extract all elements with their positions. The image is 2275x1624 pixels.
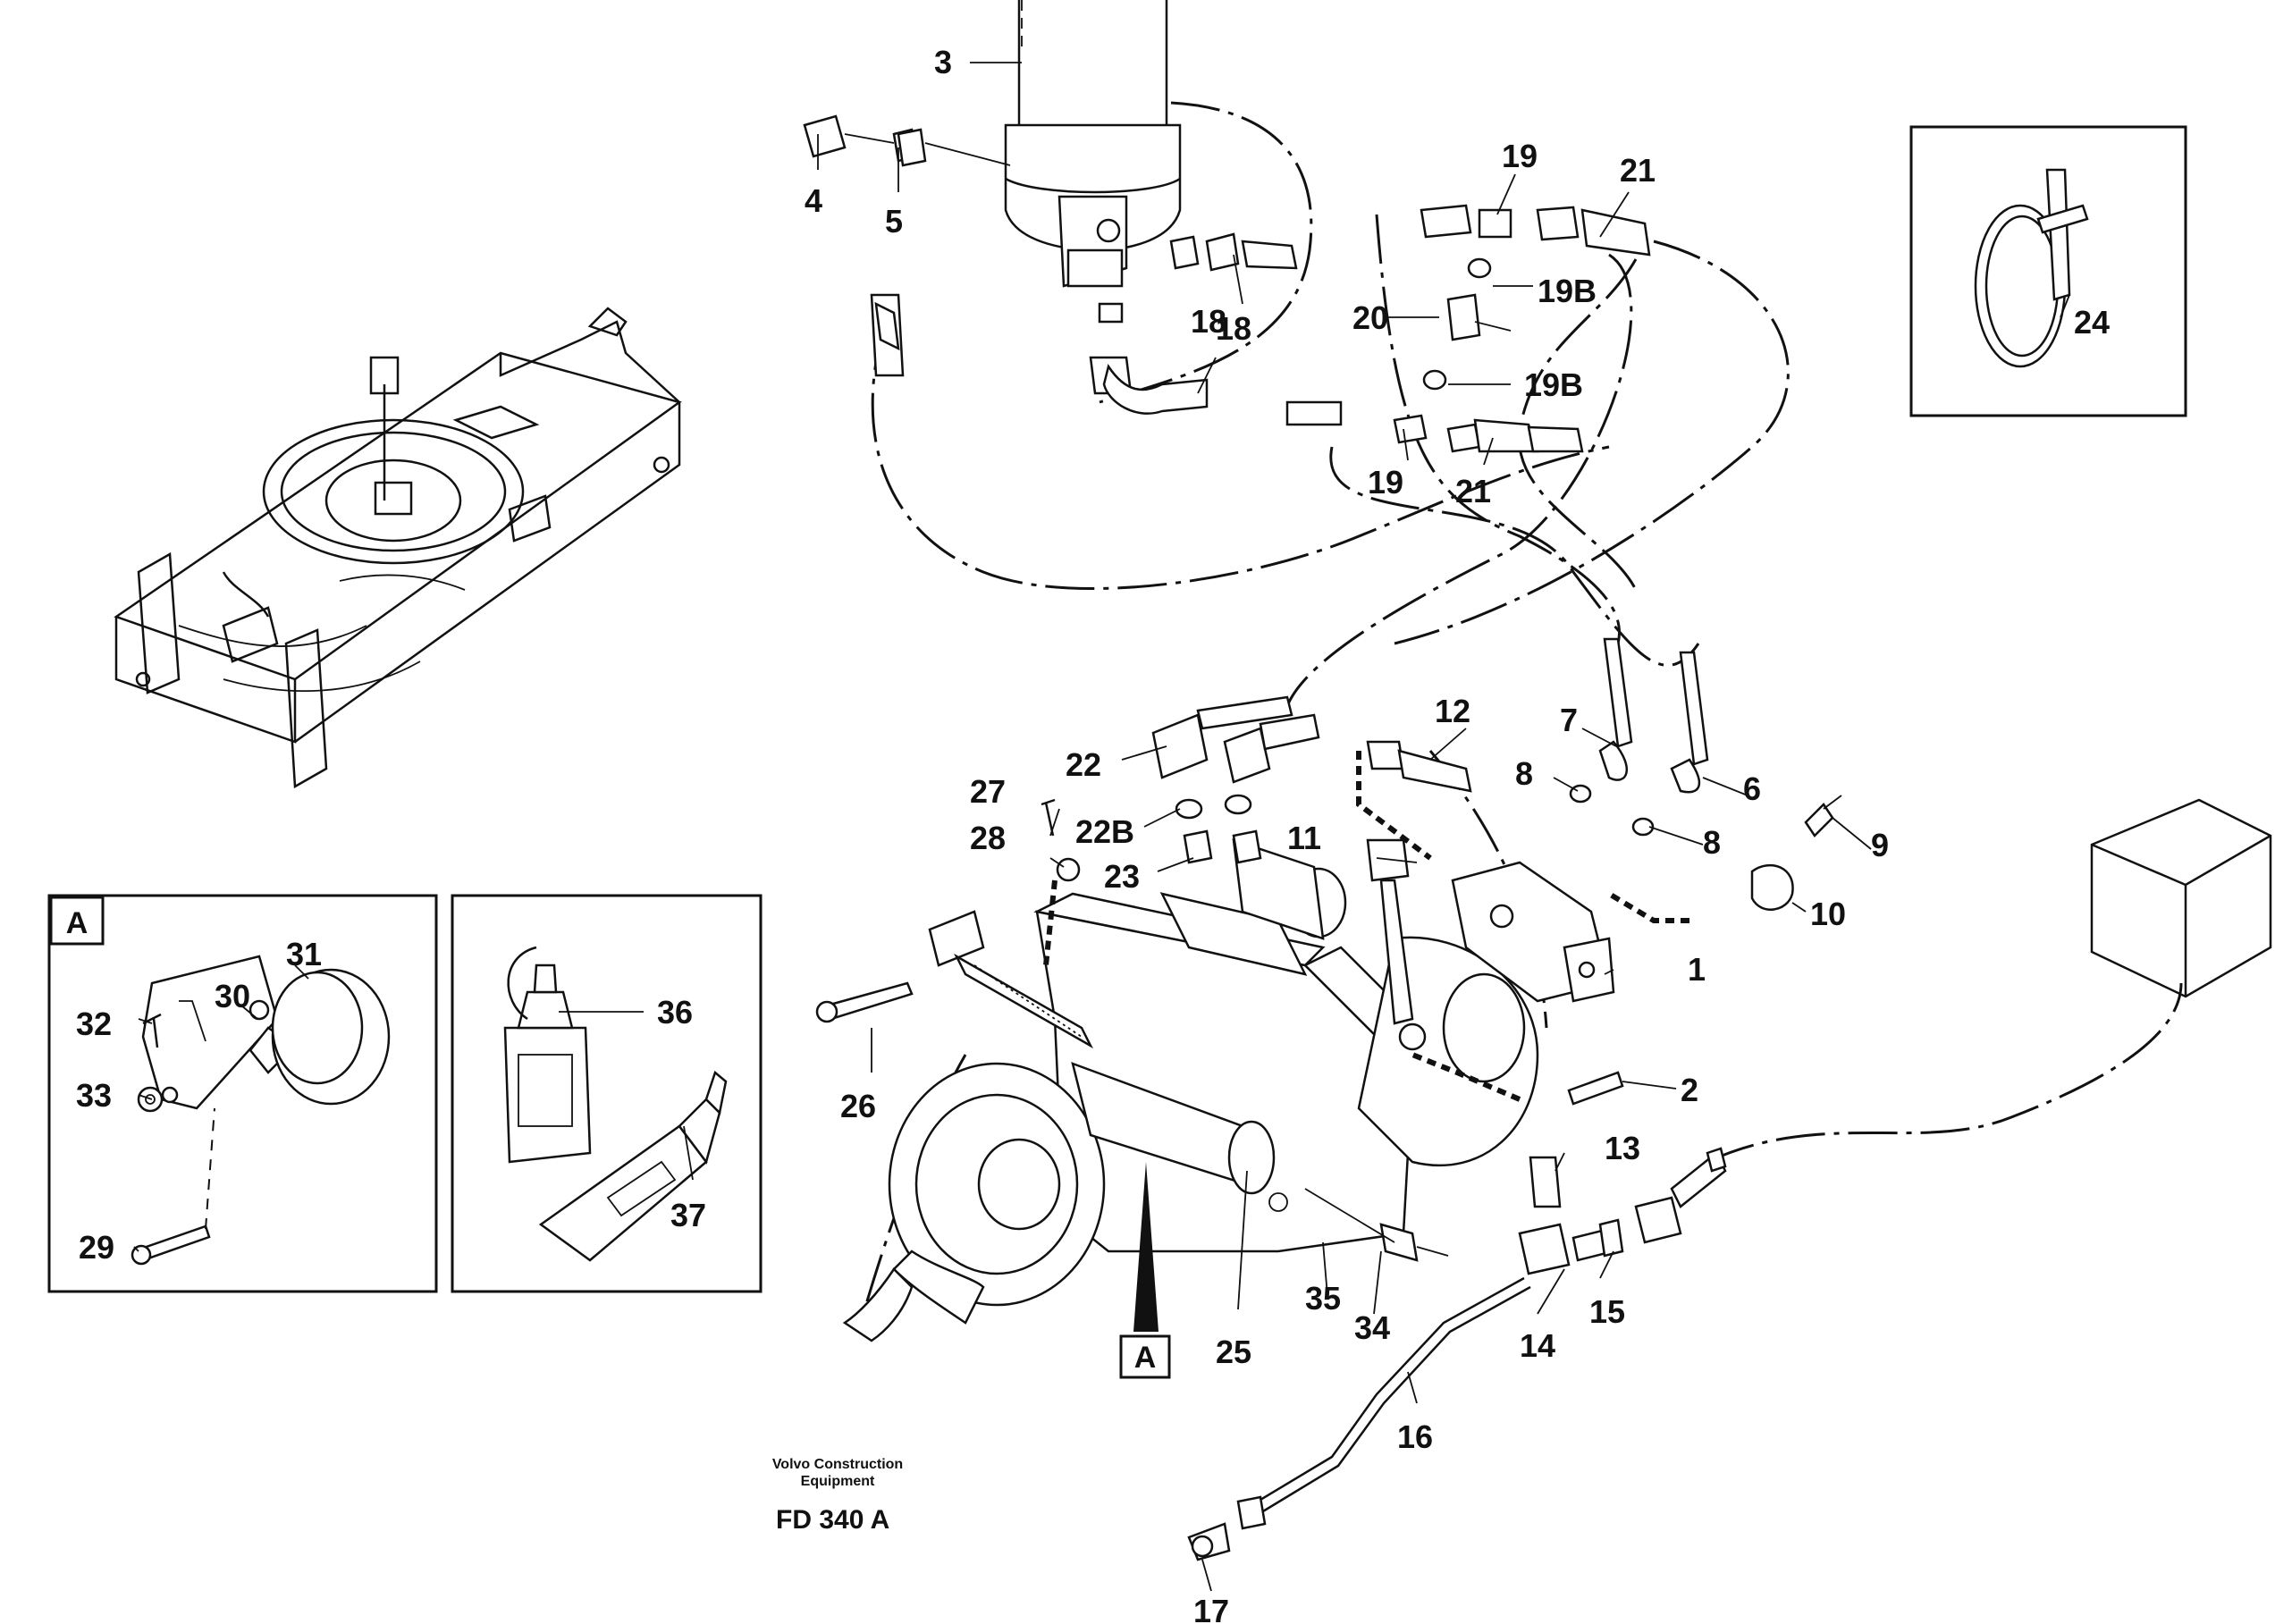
label-6: 6 bbox=[1743, 770, 1761, 807]
detail-box-a: A bbox=[47, 894, 438, 1293]
label-20: 20 bbox=[1352, 299, 1388, 336]
detail-box-clamp bbox=[1909, 125, 2187, 417]
label-17: 17 bbox=[1193, 1593, 1229, 1624]
upper-fittings bbox=[803, 114, 1651, 453]
label-18b: 18 bbox=[1191, 303, 1226, 340]
label-10: 10 bbox=[1810, 896, 1846, 932]
label-21a: 21 bbox=[1620, 152, 1656, 189]
label-22: 22 bbox=[1066, 746, 1101, 783]
label-26: 26 bbox=[840, 1088, 876, 1124]
label-32: 32 bbox=[76, 1006, 112, 1042]
label-33: 33 bbox=[76, 1077, 112, 1114]
label-5: 5 bbox=[885, 203, 903, 240]
label-37: 37 bbox=[670, 1197, 706, 1233]
label-19a: 19 bbox=[1502, 138, 1538, 174]
box-a-letter: A bbox=[66, 906, 88, 940]
label-14: 14 bbox=[1520, 1327, 1555, 1364]
label-13: 13 bbox=[1605, 1130, 1640, 1166]
control-unit-illustration bbox=[2090, 798, 2272, 998]
label-11: 11 bbox=[1287, 820, 1321, 856]
label-34: 34 bbox=[1354, 1309, 1390, 1346]
label-19B-a: 19B bbox=[1538, 273, 1597, 309]
label-31: 31 bbox=[286, 936, 322, 972]
label-1: 1 bbox=[1688, 951, 1706, 988]
label-2: 2 bbox=[1681, 1072, 1698, 1108]
label-9: 9 bbox=[1871, 827, 1889, 863]
machine-overview-illustration bbox=[114, 307, 682, 789]
company-name-line1: Volvo Construction bbox=[772, 1457, 903, 1472]
label-12: 12 bbox=[1435, 693, 1470, 729]
detail-box-lubricants bbox=[451, 894, 763, 1293]
label-3: 3 bbox=[934, 44, 952, 80]
leader-lines bbox=[133, 62, 2070, 1592]
label-19b: 19 bbox=[1368, 464, 1403, 501]
label-18a: 18 bbox=[1216, 310, 1251, 347]
label-35: 35 bbox=[1305, 1280, 1341, 1317]
label-25: 25 bbox=[1216, 1334, 1251, 1370]
label-22B: 22B bbox=[1075, 813, 1134, 850]
label-19B-b: 19B bbox=[1524, 366, 1583, 403]
label-29: 29 bbox=[79, 1229, 114, 1266]
view-a-marker: A bbox=[1134, 1341, 1157, 1375]
label-8a: 8 bbox=[1515, 755, 1533, 792]
reference-labels: 1 2 3 4 5 6 7 8 8 9 10 11 12 13 14 15 16… bbox=[76, 44, 2110, 1624]
label-7: 7 bbox=[1560, 702, 1578, 738]
label-36: 36 bbox=[657, 994, 693, 1031]
label-30: 30 bbox=[215, 978, 250, 1014]
label-24: 24 bbox=[2074, 304, 2110, 341]
label-16: 16 bbox=[1397, 1418, 1433, 1455]
label-4: 4 bbox=[805, 182, 822, 219]
company-name-line2: Equipment bbox=[801, 1474, 875, 1489]
label-28: 28 bbox=[970, 820, 1006, 856]
drawing-code: FD 340 A bbox=[776, 1505, 889, 1535]
label-8b: 8 bbox=[1703, 824, 1721, 861]
label-15: 15 bbox=[1589, 1293, 1625, 1330]
drawing-footer: Volvo Construction Equipment FD 340 A bbox=[772, 1457, 903, 1535]
label-23: 23 bbox=[1104, 858, 1140, 895]
label-21b: 21 bbox=[1455, 473, 1491, 509]
steering-column-illustration bbox=[1004, 0, 1182, 288]
label-27: 27 bbox=[970, 773, 1006, 810]
pump-assembly-illustration bbox=[815, 637, 1842, 1561]
